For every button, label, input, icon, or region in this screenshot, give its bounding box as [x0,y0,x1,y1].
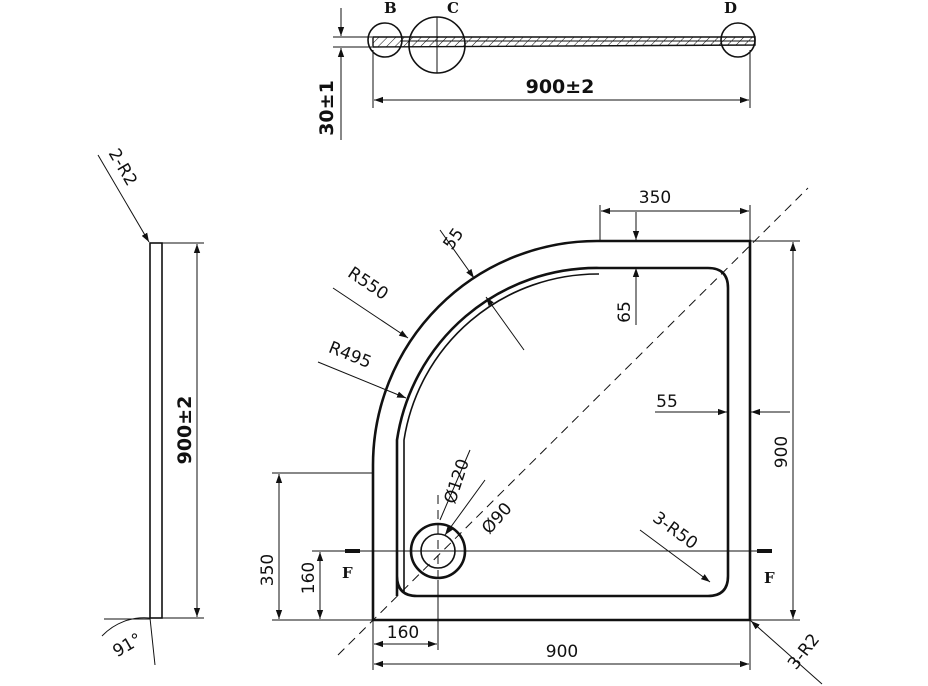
side-width-dim: 900±2 [526,76,595,98]
profile-angle-leg [149,617,156,666]
r550-dim: R550 [344,263,392,304]
drain-y-dim: 160 [299,562,319,594]
section-label-left: F [342,564,353,582]
profile-bar [149,242,163,619]
tray-inner-contour [395,266,730,598]
detail-label-b: B [384,0,397,17]
detail-circle-b [367,22,403,58]
detail-label-c: C [447,0,459,17]
r50-leader [639,529,711,583]
dim-65: 65 [615,301,635,323]
drain-x-dim: 160 [387,623,419,643]
profile-length-dim: 900±2 [174,396,196,465]
side-height-dim: 30±1 [316,80,338,136]
tray-outer-contour [371,239,752,622]
profile-view: 900±2 2-R2 91° [97,145,204,666]
drain-outer-dim: Ø120 [441,457,474,507]
side-section [372,36,756,48]
section-label-right: F [764,569,775,587]
right-900-dim: 900 [772,436,792,468]
r550-leader [332,287,409,339]
profile-angle: 91° [109,629,145,661]
drain-inner-leader [444,479,486,536]
detail-label-d: D [724,0,737,17]
profile-radius-leader [97,154,150,243]
side-view: B C D 900±2 30±1 [316,0,756,140]
profile-angle-arc [101,617,151,637]
r495-leader [317,361,407,399]
rim-55-leader [439,229,475,279]
plan-view: Ø120 Ø90 F F 350 55 R550 R495 65 55 [258,187,824,685]
rim-55-leader-inner [485,296,525,351]
top-350-dim: 350 [639,188,671,208]
profile-edge-radius: 2-R2 [104,145,141,189]
r2-leader [750,620,823,685]
left-350-dim: 350 [258,554,278,586]
r2-dim: 3-R2 [784,630,824,674]
rim-55-right-dim: 55 [656,392,678,412]
diagonal-centerline [337,187,809,656]
r50-dim: 3-R50 [649,508,702,554]
rim-55-dim: 55 [440,225,469,254]
detail-circle-d [720,22,756,58]
tray-inner-edge [403,273,600,592]
drain-inner-dim: Ø90 [478,499,516,538]
drain-outer-leader [439,449,471,521]
bottom-900-dim: 900 [546,642,578,662]
